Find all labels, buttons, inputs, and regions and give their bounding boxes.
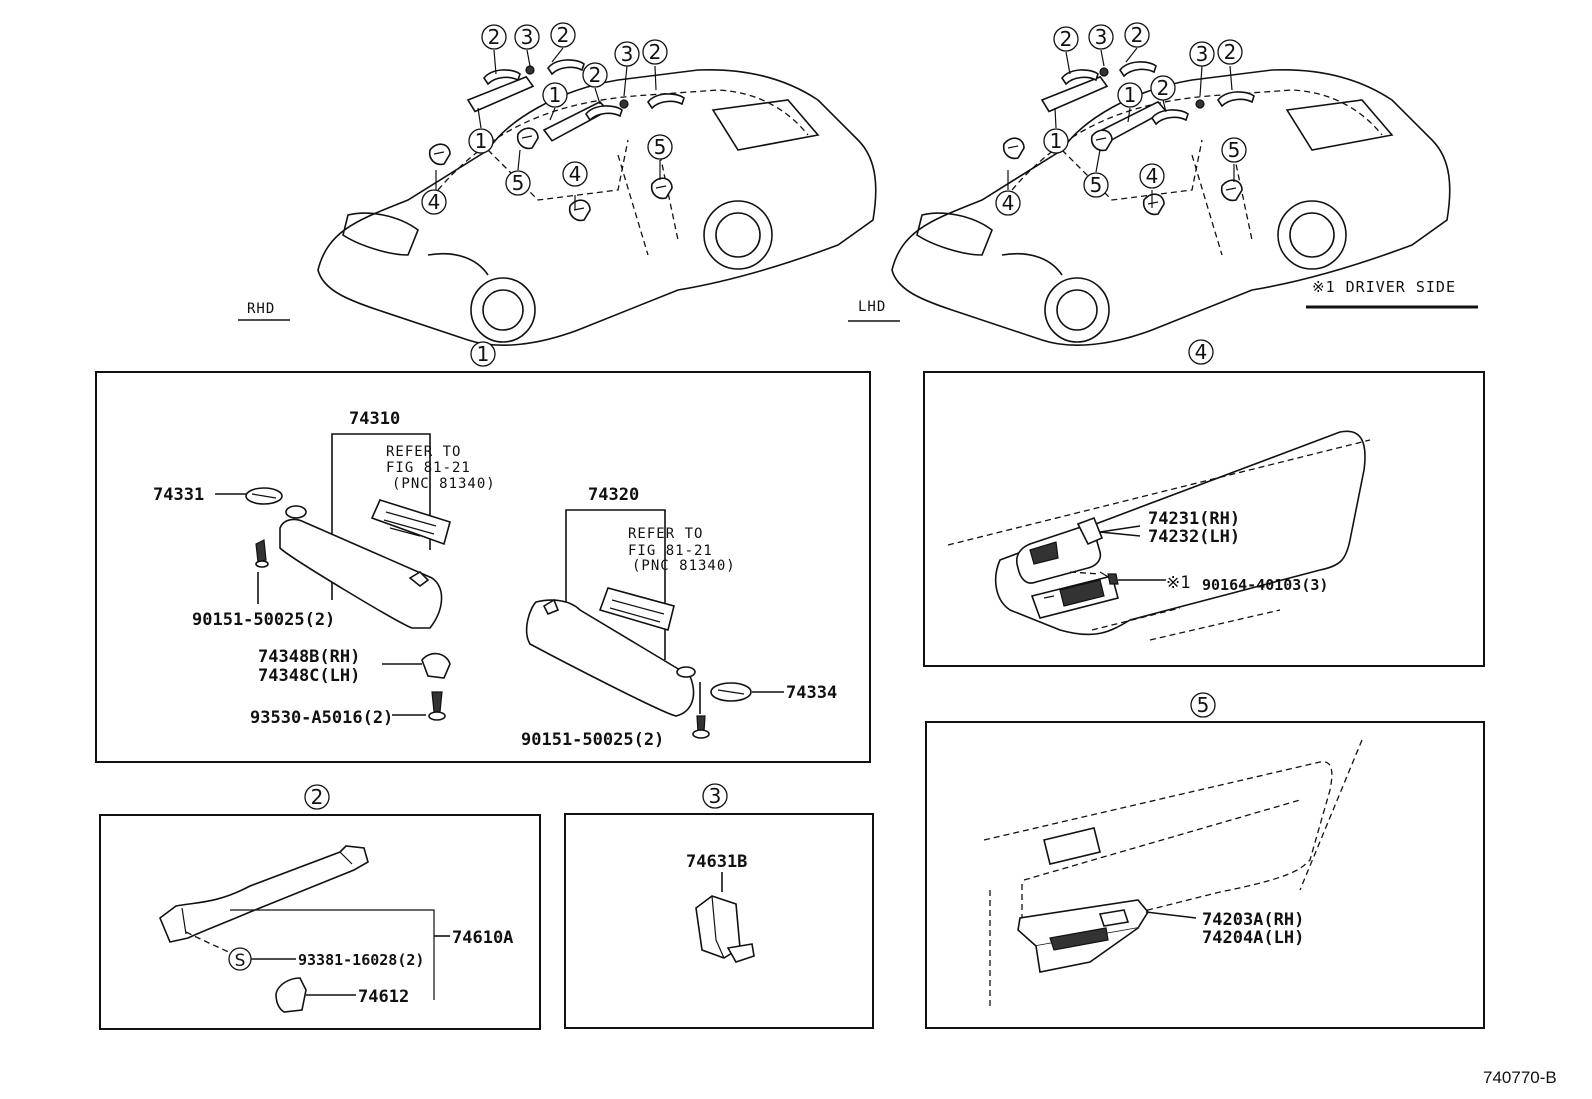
svg-text:1: 1 bbox=[549, 83, 562, 107]
svg-text:1: 1 bbox=[475, 129, 488, 153]
panel-window-switch-front: 4 74231(RH) 74232(LH) ※1 90164-40103(3) bbox=[923, 339, 1485, 667]
svg-text:74348B(RH): 74348B(RH) bbox=[258, 647, 360, 667]
svg-text:74610A: 74610A bbox=[452, 928, 513, 948]
svg-text:4: 4 bbox=[1146, 164, 1159, 188]
svg-text:2: 2 bbox=[649, 40, 662, 64]
panel-coat-hook: 3 74631B bbox=[564, 783, 874, 1029]
svg-text:2: 2 bbox=[1060, 27, 1073, 51]
svg-text:2: 2 bbox=[1224, 40, 1237, 64]
svg-text:2: 2 bbox=[1131, 23, 1144, 47]
svg-text:74612: 74612 bbox=[358, 987, 409, 1007]
rhd-vehicle bbox=[317, 59, 877, 347]
svg-text:74310: 74310 bbox=[349, 409, 400, 429]
svg-text:4: 4 bbox=[1195, 340, 1208, 364]
svg-text:90151-50025(2): 90151-50025(2) bbox=[521, 730, 664, 750]
svg-text:2: 2 bbox=[557, 23, 570, 47]
vehicle-callout-leaders bbox=[435, 47, 1235, 210]
svg-text:5: 5 bbox=[512, 171, 525, 195]
svg-text:2: 2 bbox=[589, 63, 602, 87]
svg-text:2: 2 bbox=[488, 25, 501, 49]
driver-side-note: ※1 DRIVER SIDE bbox=[1312, 278, 1456, 296]
svg-text:S: S bbox=[235, 951, 246, 971]
svg-text:74631B: 74631B bbox=[686, 852, 747, 872]
rhd-callouts: 2 3 2 2 3 2 1 1 5 5 4 4 bbox=[421, 22, 673, 215]
lhd-label: LHD bbox=[858, 299, 886, 315]
svg-text:3: 3 bbox=[1196, 42, 1209, 66]
svg-text:4: 4 bbox=[1002, 191, 1015, 215]
svg-text:74334: 74334 bbox=[786, 683, 837, 703]
svg-text:4: 4 bbox=[428, 190, 441, 214]
svg-text:1: 1 bbox=[477, 342, 490, 366]
svg-text:FIG 81-21: FIG 81-21 bbox=[628, 543, 713, 559]
svg-text:74348C(LH): 74348C(LH) bbox=[258, 666, 360, 686]
svg-text:93381-16028(2): 93381-16028(2) bbox=[298, 951, 424, 969]
svg-text:REFER TO: REFER TO bbox=[386, 444, 461, 460]
rhd-label: RHD bbox=[247, 301, 275, 317]
svg-text:74203A(RH): 74203A(RH) bbox=[1202, 910, 1304, 930]
svg-text:5: 5 bbox=[1228, 138, 1241, 162]
svg-text:2: 2 bbox=[311, 785, 324, 809]
svg-text:1: 1 bbox=[1124, 83, 1137, 107]
svg-text:FIG 81-21: FIG 81-21 bbox=[386, 460, 471, 476]
svg-text:74204A(LH): 74204A(LH) bbox=[1202, 928, 1304, 948]
svg-text:3: 3 bbox=[709, 784, 722, 808]
svg-text:3: 3 bbox=[521, 25, 534, 49]
svg-text:※1: ※1 bbox=[1166, 573, 1190, 593]
svg-text:2: 2 bbox=[1157, 76, 1170, 100]
svg-text:4: 4 bbox=[569, 162, 582, 186]
svg-text:5: 5 bbox=[1197, 693, 1210, 717]
lhd-callouts: 2 3 2 3 2 2 1 1 5 5 4 4 bbox=[995, 22, 1247, 216]
panel-window-switch-rear: 5 74203A(RH) 74204A(LH) bbox=[925, 692, 1485, 1029]
svg-text:90151-50025(2): 90151-50025(2) bbox=[192, 610, 335, 630]
svg-text:74231(RH): 74231(RH) bbox=[1148, 509, 1240, 529]
svg-text:3: 3 bbox=[1095, 25, 1108, 49]
svg-text:3: 3 bbox=[621, 42, 634, 66]
svg-text:74320: 74320 bbox=[588, 485, 639, 505]
svg-text:74331: 74331 bbox=[153, 485, 204, 505]
svg-text:(PNC 81340): (PNC 81340) bbox=[632, 558, 736, 574]
svg-text:93530-A5016(2): 93530-A5016(2) bbox=[250, 708, 393, 728]
panel-sun-visor: 1 74310 REFER TO FIG 81-21 (PNC 81340) 7… bbox=[95, 341, 871, 763]
svg-text:74232(LH): 74232(LH) bbox=[1148, 527, 1240, 547]
svg-text:5: 5 bbox=[1090, 173, 1103, 197]
svg-text:90164-40103(3): 90164-40103(3) bbox=[1202, 576, 1328, 594]
figure-code: 740770-B bbox=[1483, 1068, 1557, 1087]
lhd-vehicle bbox=[891, 61, 1451, 347]
svg-text:5: 5 bbox=[654, 135, 667, 159]
svg-text:1: 1 bbox=[1050, 129, 1063, 153]
panel-assist-grip: 2 74610A S 93381-16028(2) 74612 bbox=[99, 784, 541, 1030]
svg-text:(PNC 81340): (PNC 81340) bbox=[392, 476, 496, 492]
svg-text:REFER TO: REFER TO bbox=[628, 526, 703, 542]
